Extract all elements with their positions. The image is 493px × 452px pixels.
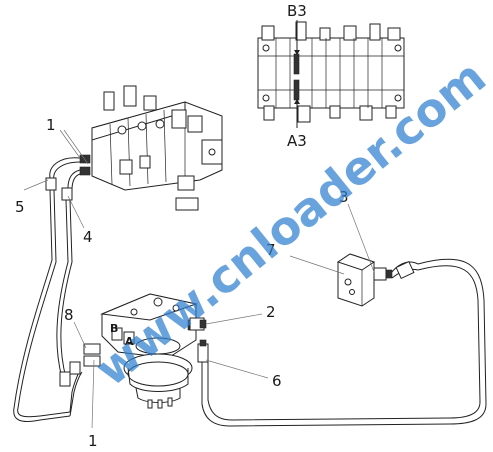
callout-1-bottom: 1 bbox=[88, 432, 98, 450]
callout-8: 8 bbox=[64, 306, 74, 324]
callout-4: 4 bbox=[83, 228, 93, 246]
hose-set-left bbox=[13, 157, 83, 422]
port-label-a: A bbox=[125, 335, 134, 348]
callout-2: 2 bbox=[266, 303, 276, 321]
control-valve-detail bbox=[257, 20, 405, 128]
port-label-b: B bbox=[110, 322, 118, 335]
return-hose bbox=[201, 258, 487, 427]
valve-block-7 bbox=[336, 253, 376, 307]
port-label-b3: B3 bbox=[287, 2, 307, 20]
leader-lines bbox=[23, 129, 375, 429]
callout-1-top: 1 bbox=[46, 116, 56, 134]
connector-3 bbox=[373, 260, 419, 281]
callout-5: 5 bbox=[15, 198, 25, 216]
callout-3: 3 bbox=[339, 188, 349, 206]
fitting-6 bbox=[197, 339, 209, 363]
callout-6: 6 bbox=[272, 372, 282, 390]
callout-7: 7 bbox=[266, 241, 276, 259]
main-control-valve bbox=[79, 85, 223, 211]
swivel-motor-assembly bbox=[83, 293, 201, 409]
fitting-elbow-2 bbox=[189, 317, 207, 331]
port-label-a3: A3 bbox=[287, 132, 307, 150]
